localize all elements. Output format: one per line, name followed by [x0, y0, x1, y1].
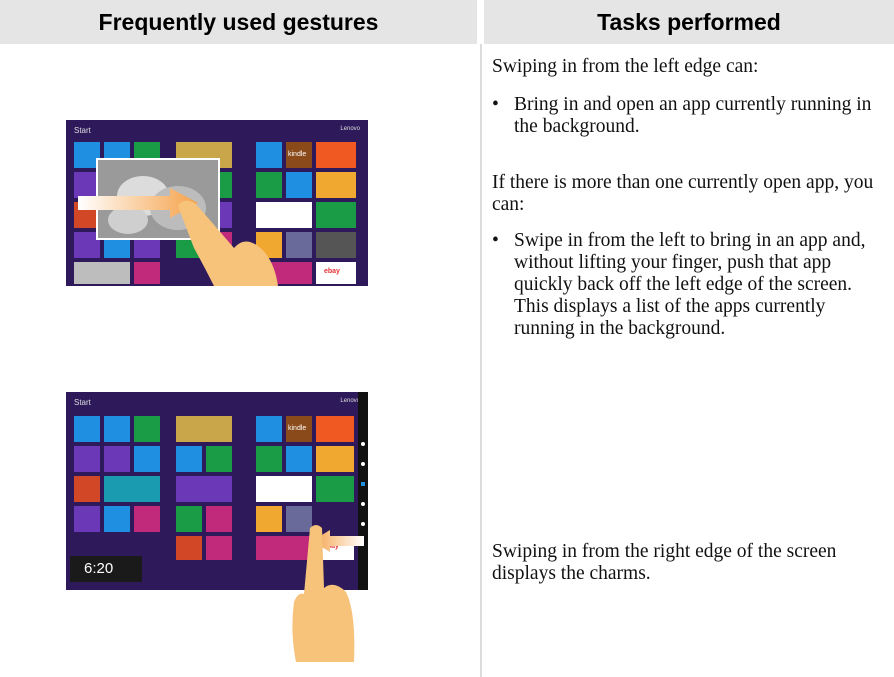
start-label: Start — [74, 398, 91, 407]
left-edge-bullet: • Bring in and open an app currently run… — [492, 94, 887, 138]
app-tile — [256, 142, 282, 168]
user-label: Lenovo — [340, 398, 360, 404]
video-tile — [134, 262, 160, 284]
news-small-tile — [176, 446, 202, 472]
charm-icons — [361, 442, 365, 526]
messaging-tile — [74, 506, 100, 532]
multi-app-bullet: • Swipe in from the left to bring in an … — [492, 230, 887, 340]
start-screen-swipe-left: Start Lenovo kindle ebay — [66, 120, 368, 286]
trophy-tile — [286, 232, 312, 258]
office-tile — [256, 506, 282, 532]
swipe-left-arrow-icon — [312, 530, 364, 552]
calendar-tile — [74, 172, 100, 198]
swirl-tile — [316, 142, 356, 168]
start-label: Start — [74, 126, 91, 135]
header-tasks-label: Tasks performed — [597, 8, 781, 35]
trophy-tile — [286, 506, 312, 532]
video-tile — [134, 506, 160, 532]
bullet-dot: • — [492, 230, 499, 251]
news-tile — [316, 446, 354, 472]
charms-bar — [358, 392, 368, 590]
camera-tile — [206, 506, 232, 532]
column-divider — [480, 44, 482, 677]
news-tile — [316, 172, 356, 198]
travel-tile — [176, 416, 232, 442]
kindle-tile: kindle — [286, 416, 312, 442]
xbox-tile — [206, 536, 232, 560]
ebay-label: ebay — [323, 543, 339, 550]
lenovo-tile — [316, 476, 354, 502]
lenovo-tile — [316, 202, 356, 228]
header-tasks: Tasks performed — [484, 0, 894, 44]
messaging-tile — [74, 232, 100, 258]
finger-icon — [178, 200, 278, 286]
header-gap — [477, 0, 484, 44]
mcafee-tile — [256, 202, 312, 228]
people-tile — [74, 476, 100, 502]
start-screen-swipe-right: Start Lenovo kindle ebay 6:20 — [66, 392, 368, 590]
evernote-tile — [256, 172, 282, 198]
cimba-tile — [316, 232, 356, 258]
kindle-label: kindle — [288, 425, 307, 432]
mcafee-tile — [256, 476, 312, 502]
filmon-tile — [256, 536, 312, 560]
desktop-tile — [104, 476, 160, 502]
desktop-tile — [74, 262, 130, 284]
store-tile — [134, 416, 160, 442]
swirl-tile — [316, 416, 354, 442]
bullet-dot: • — [492, 94, 499, 115]
app-tile — [256, 416, 282, 442]
calendar-tile — [74, 446, 100, 472]
right-edge-text: Swiping in from the right edge of the sc… — [492, 541, 837, 584]
sports-tile — [176, 476, 232, 502]
clock-overlay: 6:20 — [70, 556, 142, 582]
clock-time: 6:20 — [84, 560, 114, 577]
ebay-tile: ebay — [316, 262, 356, 284]
music-tile — [176, 536, 202, 560]
photos-tile — [104, 446, 130, 472]
ebay-label: ebay — [324, 268, 340, 275]
swipe-right-arrow-icon — [78, 188, 198, 218]
mail-tile — [74, 142, 100, 168]
left-edge-bullet-text: Bring in and open an app currently runni… — [514, 94, 872, 137]
user-label: Lenovo — [340, 126, 360, 132]
skydrive-tile — [134, 446, 160, 472]
header-gestures-label: Frequently used gestures — [98, 8, 379, 35]
finance-tile — [206, 446, 232, 472]
ie-tile — [104, 416, 130, 442]
header-gestures: Frequently used gestures — [0, 0, 477, 44]
evernote-tile — [256, 446, 282, 472]
kindle-tile: kindle — [286, 142, 312, 168]
skype-tile — [286, 446, 312, 472]
left-edge-intro: Swiping in from the left edge can: — [492, 56, 759, 77]
kindle-label: kindle — [288, 151, 307, 158]
skype-tile — [286, 172, 312, 198]
weather-tile — [104, 506, 130, 532]
multi-app-intro: If there is more than one currently open… — [492, 172, 874, 215]
multi-app-bullet-text: Swipe in from the left to bring in an ap… — [514, 230, 866, 339]
games-tile — [176, 506, 202, 532]
mail-tile — [74, 416, 100, 442]
finger-icon — [292, 525, 355, 662]
